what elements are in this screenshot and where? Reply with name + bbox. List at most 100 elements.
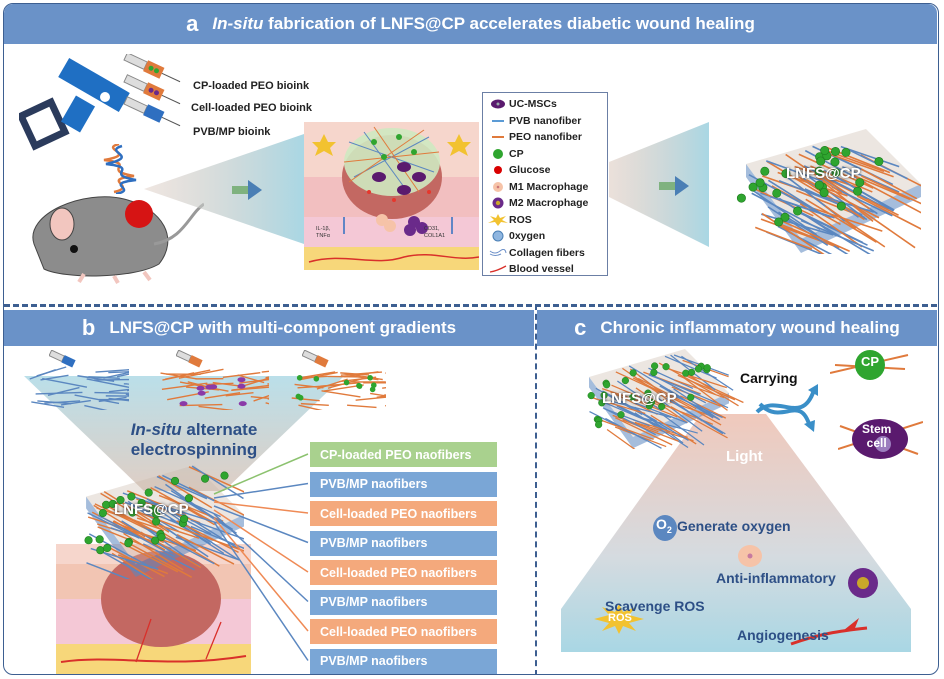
layer-item: PVB/MP naofibers — [310, 530, 497, 556]
fiber-strand — [666, 398, 726, 435]
legend-box: UC-MSCs PVB nanofiber PEO nanofiber CP G… — [482, 92, 608, 276]
fiber-strand — [851, 203, 916, 249]
m1-macrophage-icon — [738, 545, 762, 567]
cp-sphere — [600, 391, 608, 399]
fiber-strand — [589, 396, 646, 415]
cp-dot — [343, 379, 350, 386]
fiber-strand — [676, 396, 723, 419]
fiber-strand — [824, 151, 894, 178]
fiber-strand — [777, 225, 833, 254]
lnfs-scaffold-illustration — [84, 465, 244, 579]
panel-a-header: a In-situ fabrication of LNFS@CP acceler… — [4, 4, 937, 44]
cp-sphere — [855, 178, 865, 188]
cp-sphere — [650, 368, 658, 377]
cp-sphere — [108, 499, 117, 508]
arrow-right-icon — [232, 180, 262, 200]
fiber-strand — [682, 371, 739, 407]
fiber-strand — [300, 402, 329, 407]
fiber-strand — [316, 378, 348, 390]
fiber-strand — [140, 531, 202, 569]
cp-sphere — [152, 517, 161, 526]
legend-label: CP — [509, 147, 524, 160]
fiber-strand — [856, 177, 921, 214]
fiber-strand — [670, 405, 728, 439]
fiber-strand — [158, 475, 213, 509]
fiber-strand — [632, 377, 681, 404]
fiber-strand — [128, 542, 193, 578]
cp-sphere — [820, 146, 830, 156]
fiber-strand — [810, 206, 883, 232]
cp-sphere — [645, 402, 653, 410]
fiber-strand — [805, 198, 877, 243]
fiber-strand — [355, 396, 386, 401]
fiber-strand — [597, 418, 654, 440]
fiber-strand — [650, 414, 697, 445]
layer-item: PVB/MP naofibers — [310, 648, 497, 674]
cp-sphere — [874, 156, 884, 166]
fiber-strand — [176, 520, 239, 553]
fiber-strand — [671, 386, 721, 407]
fiber-strand — [121, 520, 174, 554]
fiber-strand — [108, 388, 129, 393]
legend-item: M1 Macrophage — [487, 179, 603, 196]
stem-cell-icon — [838, 419, 923, 459]
section-divider-vertical — [535, 304, 537, 674]
cell-dot — [196, 385, 205, 391]
syringes-icon — [123, 54, 181, 127]
cp-dot — [356, 383, 363, 389]
fiber-strand — [606, 429, 636, 449]
cp-sphere — [170, 476, 180, 485]
effect-scavenge-ros: Scavenge ROS — [605, 598, 705, 614]
pvb-nanofiber-line-icon — [487, 119, 509, 123]
legend-item: Collagen fibers — [487, 245, 603, 262]
cp-sphere — [651, 362, 659, 370]
cp-sphere — [621, 376, 629, 385]
fiber-strand — [300, 371, 338, 381]
scaffold-label: LNFS@CP — [602, 390, 677, 407]
cell-dot — [237, 377, 246, 383]
fiber-strand — [675, 399, 722, 426]
fiber-strand — [603, 407, 650, 427]
fiber-strand — [370, 392, 386, 397]
process-projection-cone — [24, 376, 344, 491]
fiber-strand — [111, 552, 154, 579]
wound-downregulated-markers: IL-1β, TNFα — [316, 226, 331, 239]
fiber-strand — [767, 206, 829, 247]
fiber-strand — [60, 399, 91, 406]
panel-c-letter: c — [574, 315, 587, 340]
fiber-strand — [103, 371, 129, 379]
fiber-strand — [605, 417, 662, 449]
fiber-strand — [191, 531, 244, 552]
cell-dot — [197, 390, 206, 396]
cp-sphere — [814, 180, 824, 190]
fiber-strand — [856, 195, 921, 230]
fiber-strand — [298, 404, 323, 410]
legend-item: PVB nanofiber — [487, 113, 603, 130]
cp-dot — [369, 386, 376, 393]
leader-line — [213, 521, 309, 661]
cp-sphere — [180, 514, 189, 523]
peo-nanofiber-line-icon — [487, 135, 509, 139]
cp-sphere — [116, 495, 125, 505]
cp-sphere — [774, 217, 784, 227]
fiber-strand — [637, 377, 697, 410]
fiber-strand — [175, 536, 240, 561]
fiber-strand — [673, 388, 721, 421]
fiber-strand — [222, 372, 261, 379]
pvb-fiber-mat — [29, 366, 129, 410]
cp-sphere — [694, 365, 703, 373]
cp-sphere — [644, 389, 652, 397]
leader-line — [213, 505, 309, 544]
blood-vessel-icon — [790, 618, 868, 646]
layer-item: PVB/MP naofibers — [310, 589, 497, 615]
cp-dot — [367, 374, 373, 381]
fiber-strand — [205, 382, 234, 386]
cell-dot — [238, 401, 247, 407]
fiber-strand — [350, 375, 379, 381]
fiber-strand — [347, 404, 377, 409]
legend-item: M2 Macrophage — [487, 195, 603, 212]
cp-sphere — [127, 492, 136, 501]
fiber-strand — [116, 373, 129, 378]
oxygen-symbol: O2 — [656, 516, 672, 535]
leader-line — [213, 501, 309, 514]
